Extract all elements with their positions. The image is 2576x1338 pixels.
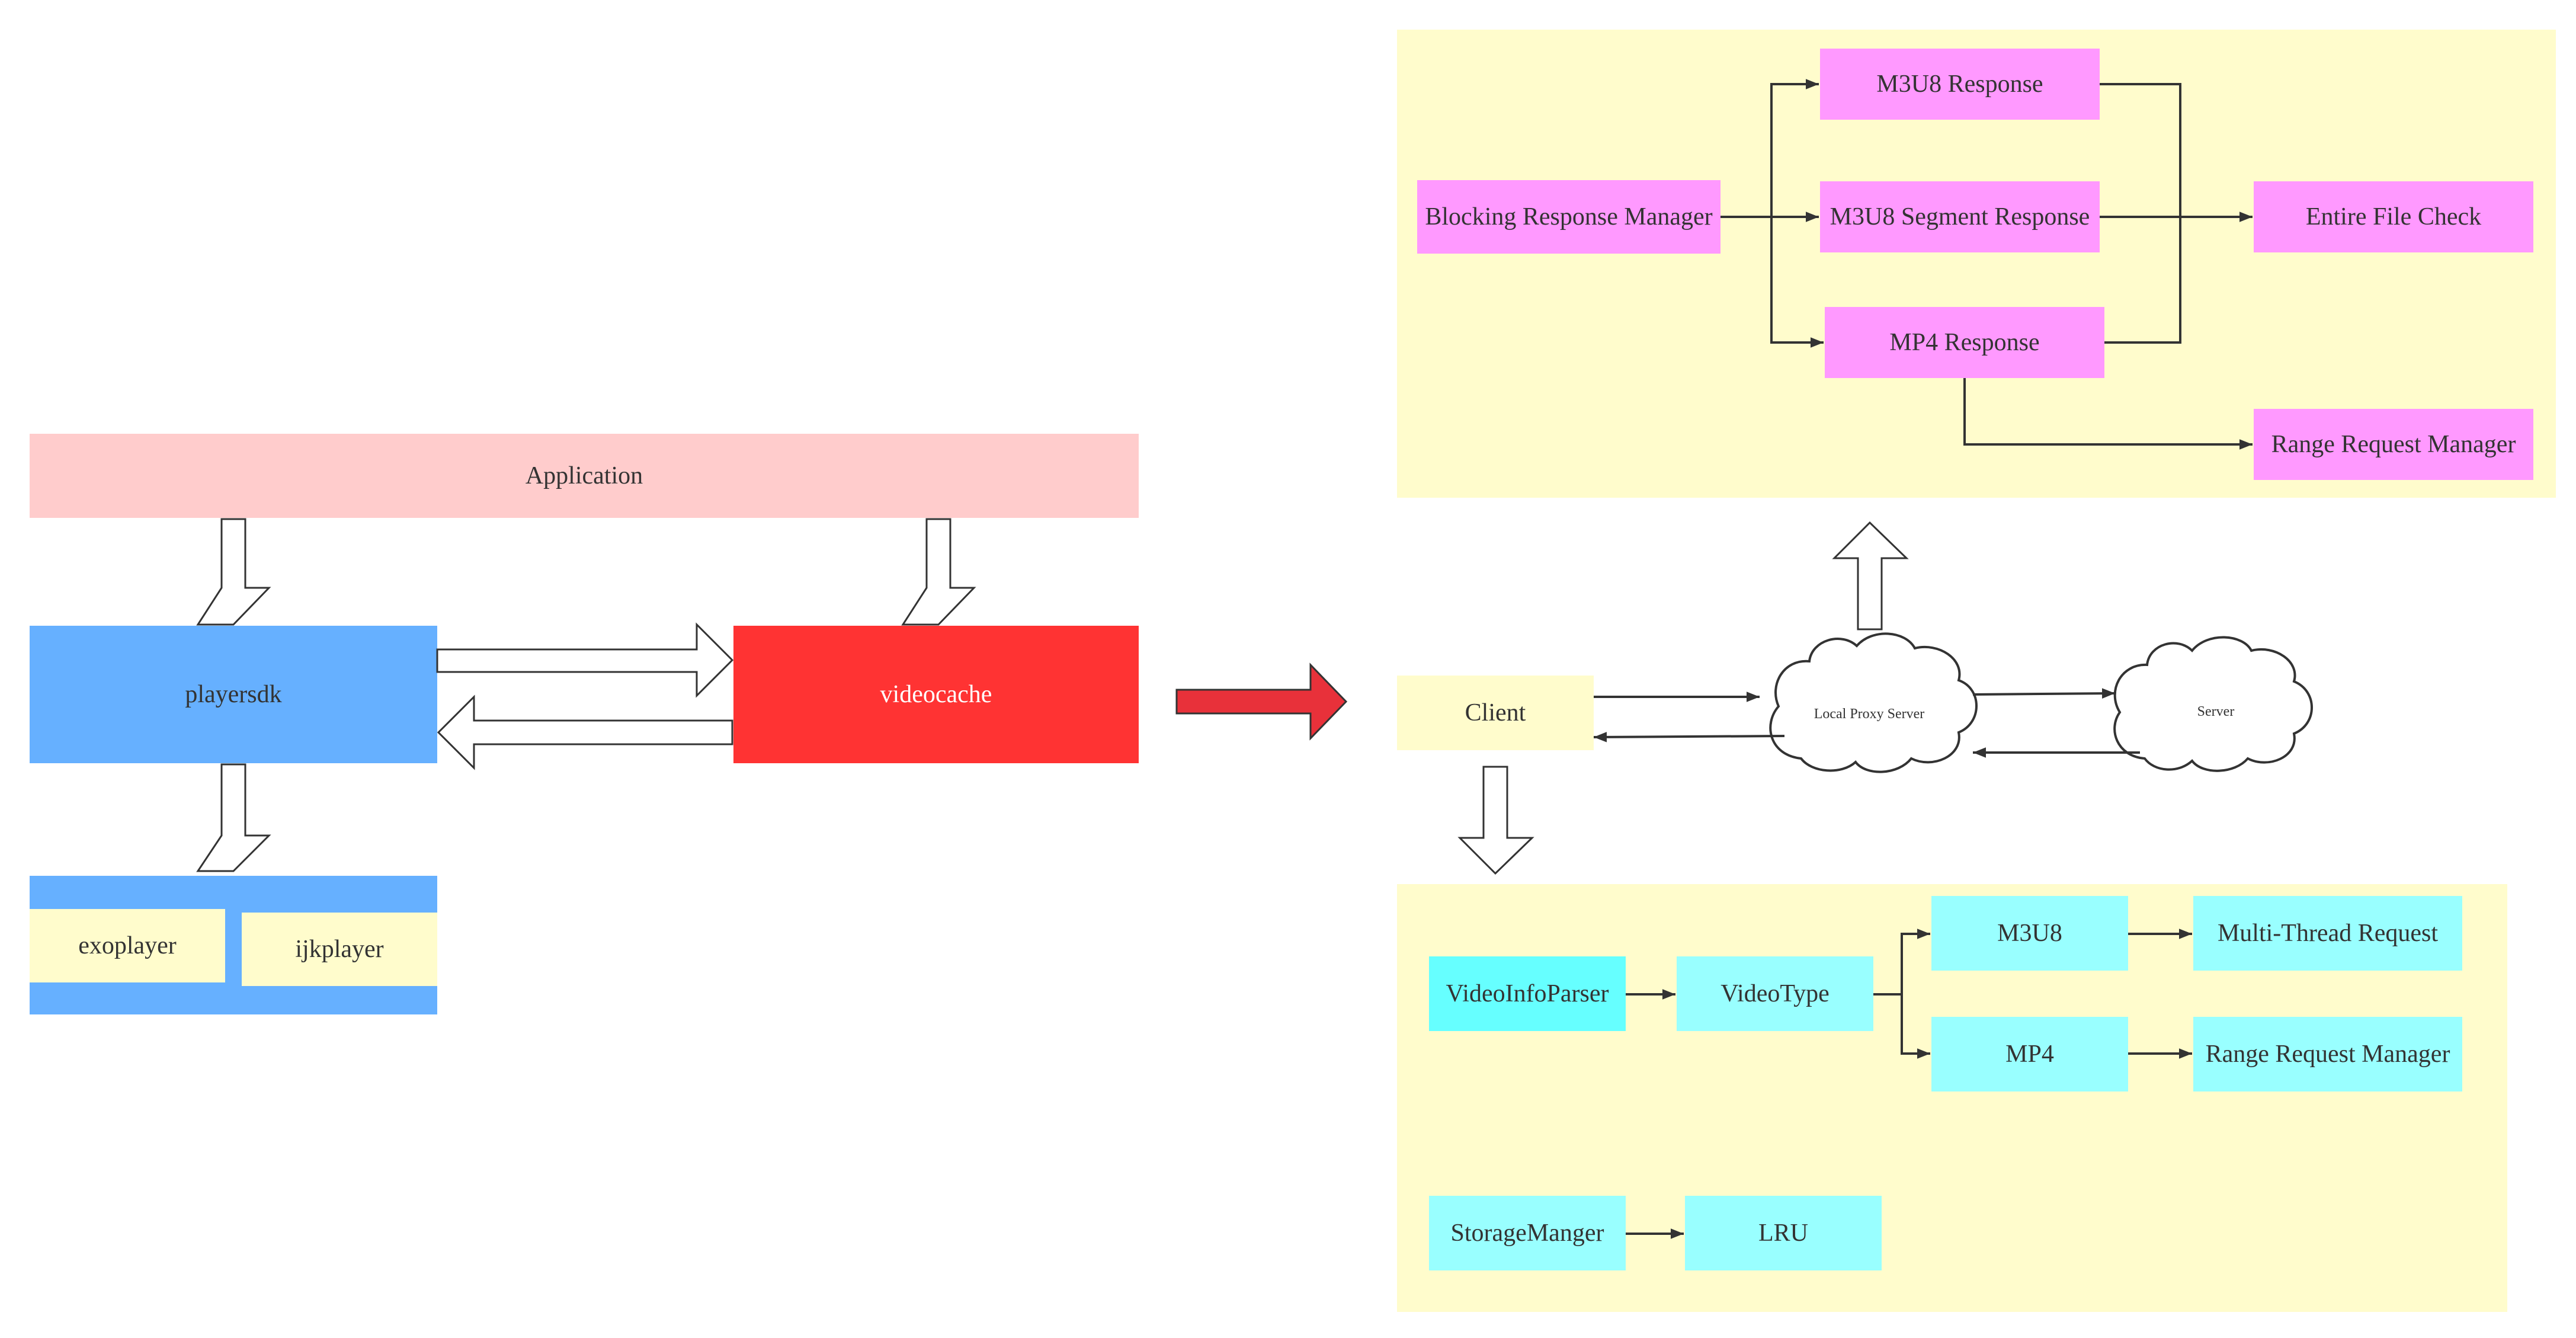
- video-info-parser[interactable]: VideoInfoParser: [1429, 956, 1626, 1031]
- right-arrow-playersdk-videocache: [436, 622, 734, 698]
- multi-thread-request[interactable]: Multi-Thread Request: [2193, 896, 2462, 971]
- exoplayer-box[interactable]: exoplayer: [30, 909, 225, 982]
- ijkplayer-box[interactable]: ijkplayer: [242, 913, 437, 986]
- lru[interactable]: LRU: [1685, 1196, 1882, 1270]
- client-box[interactable]: Client: [1397, 676, 1594, 750]
- storage-manager[interactable]: StorageManger: [1429, 1196, 1626, 1270]
- server-label: Server: [2197, 703, 2235, 719]
- down-arrow-app-videocache: [901, 518, 976, 626]
- left-arrow-videocache-playersdk: [437, 694, 733, 770]
- m3u8-type[interactable]: M3U8: [1931, 896, 2128, 971]
- mp4-response[interactable]: MP4 Response: [1825, 307, 2104, 378]
- m3u8-response[interactable]: M3U8 Response: [1820, 49, 2100, 120]
- m3u8-segment-response[interactable]: M3U8 Segment Response: [1820, 181, 2100, 252]
- range-request-manager-response[interactable]: Range Request Manager: [2254, 409, 2533, 480]
- down-arrow-app-playersdk: [196, 518, 271, 626]
- video-type[interactable]: VideoType: [1677, 956, 1873, 1031]
- local-proxy-server-cloud: [1769, 632, 1978, 773]
- playersdk-box[interactable]: playersdk: [30, 626, 437, 763]
- server-cloud: [2113, 636, 2313, 772]
- range-request-manager-storage[interactable]: Range Request Manager: [2193, 1017, 2462, 1091]
- down-arrow-client-cache: [1457, 766, 1534, 875]
- videocache-box[interactable]: videocache: [733, 626, 1139, 763]
- blocking-response-manager[interactable]: Blocking Response Manager: [1417, 180, 1720, 254]
- up-arrow-proxy-response: [1832, 521, 1909, 630]
- entire-file-check[interactable]: Entire File Check: [2254, 181, 2533, 252]
- mp4-type[interactable]: MP4: [1931, 1017, 2128, 1091]
- red-transition-arrow: [1175, 662, 1348, 741]
- local-proxy-server-label: Local Proxy Server: [1814, 706, 1925, 722]
- application-box[interactable]: Application: [30, 434, 1139, 518]
- down-arrow-playersdk-players: [196, 763, 271, 872]
